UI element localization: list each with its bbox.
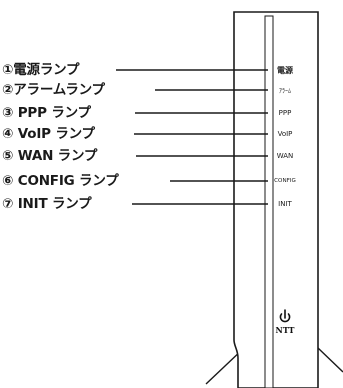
callout-ppp-lamp: ③ PPP ランプ bbox=[2, 105, 91, 121]
callout-wan-lamp: ⑤ WAN ランプ bbox=[2, 148, 98, 164]
callout-alarm-lamp: ②アラームランプ bbox=[2, 82, 105, 98]
stand-right-line bbox=[317, 347, 343, 373]
panel-label-init: INIT bbox=[278, 200, 292, 208]
panel-label-wan: WAN bbox=[276, 152, 294, 160]
callout-config-lamp: ⑥ CONFIG ランプ bbox=[2, 173, 119, 189]
light-strip bbox=[264, 15, 274, 388]
router-body bbox=[233, 11, 319, 388]
power-icon bbox=[279, 309, 291, 323]
panel-label-alarm: ｱﾗｰﾑ bbox=[278, 88, 291, 95]
callout-power-lamp: ①電源ランプ bbox=[2, 62, 80, 78]
brand-logo: NTT bbox=[275, 325, 295, 335]
panel-label-config: CONFIG bbox=[274, 178, 296, 184]
panel-label-voip: VoIP bbox=[277, 130, 293, 138]
panel-label-power: 電源 bbox=[277, 66, 293, 75]
callout-init-lamp: ⑦ INIT ランプ bbox=[2, 196, 92, 212]
panel-label-ppp: PPP bbox=[278, 109, 292, 117]
leader-lines bbox=[116, 69, 268, 205]
callout-voip-lamp: ④ VoIP ランプ bbox=[2, 126, 95, 142]
